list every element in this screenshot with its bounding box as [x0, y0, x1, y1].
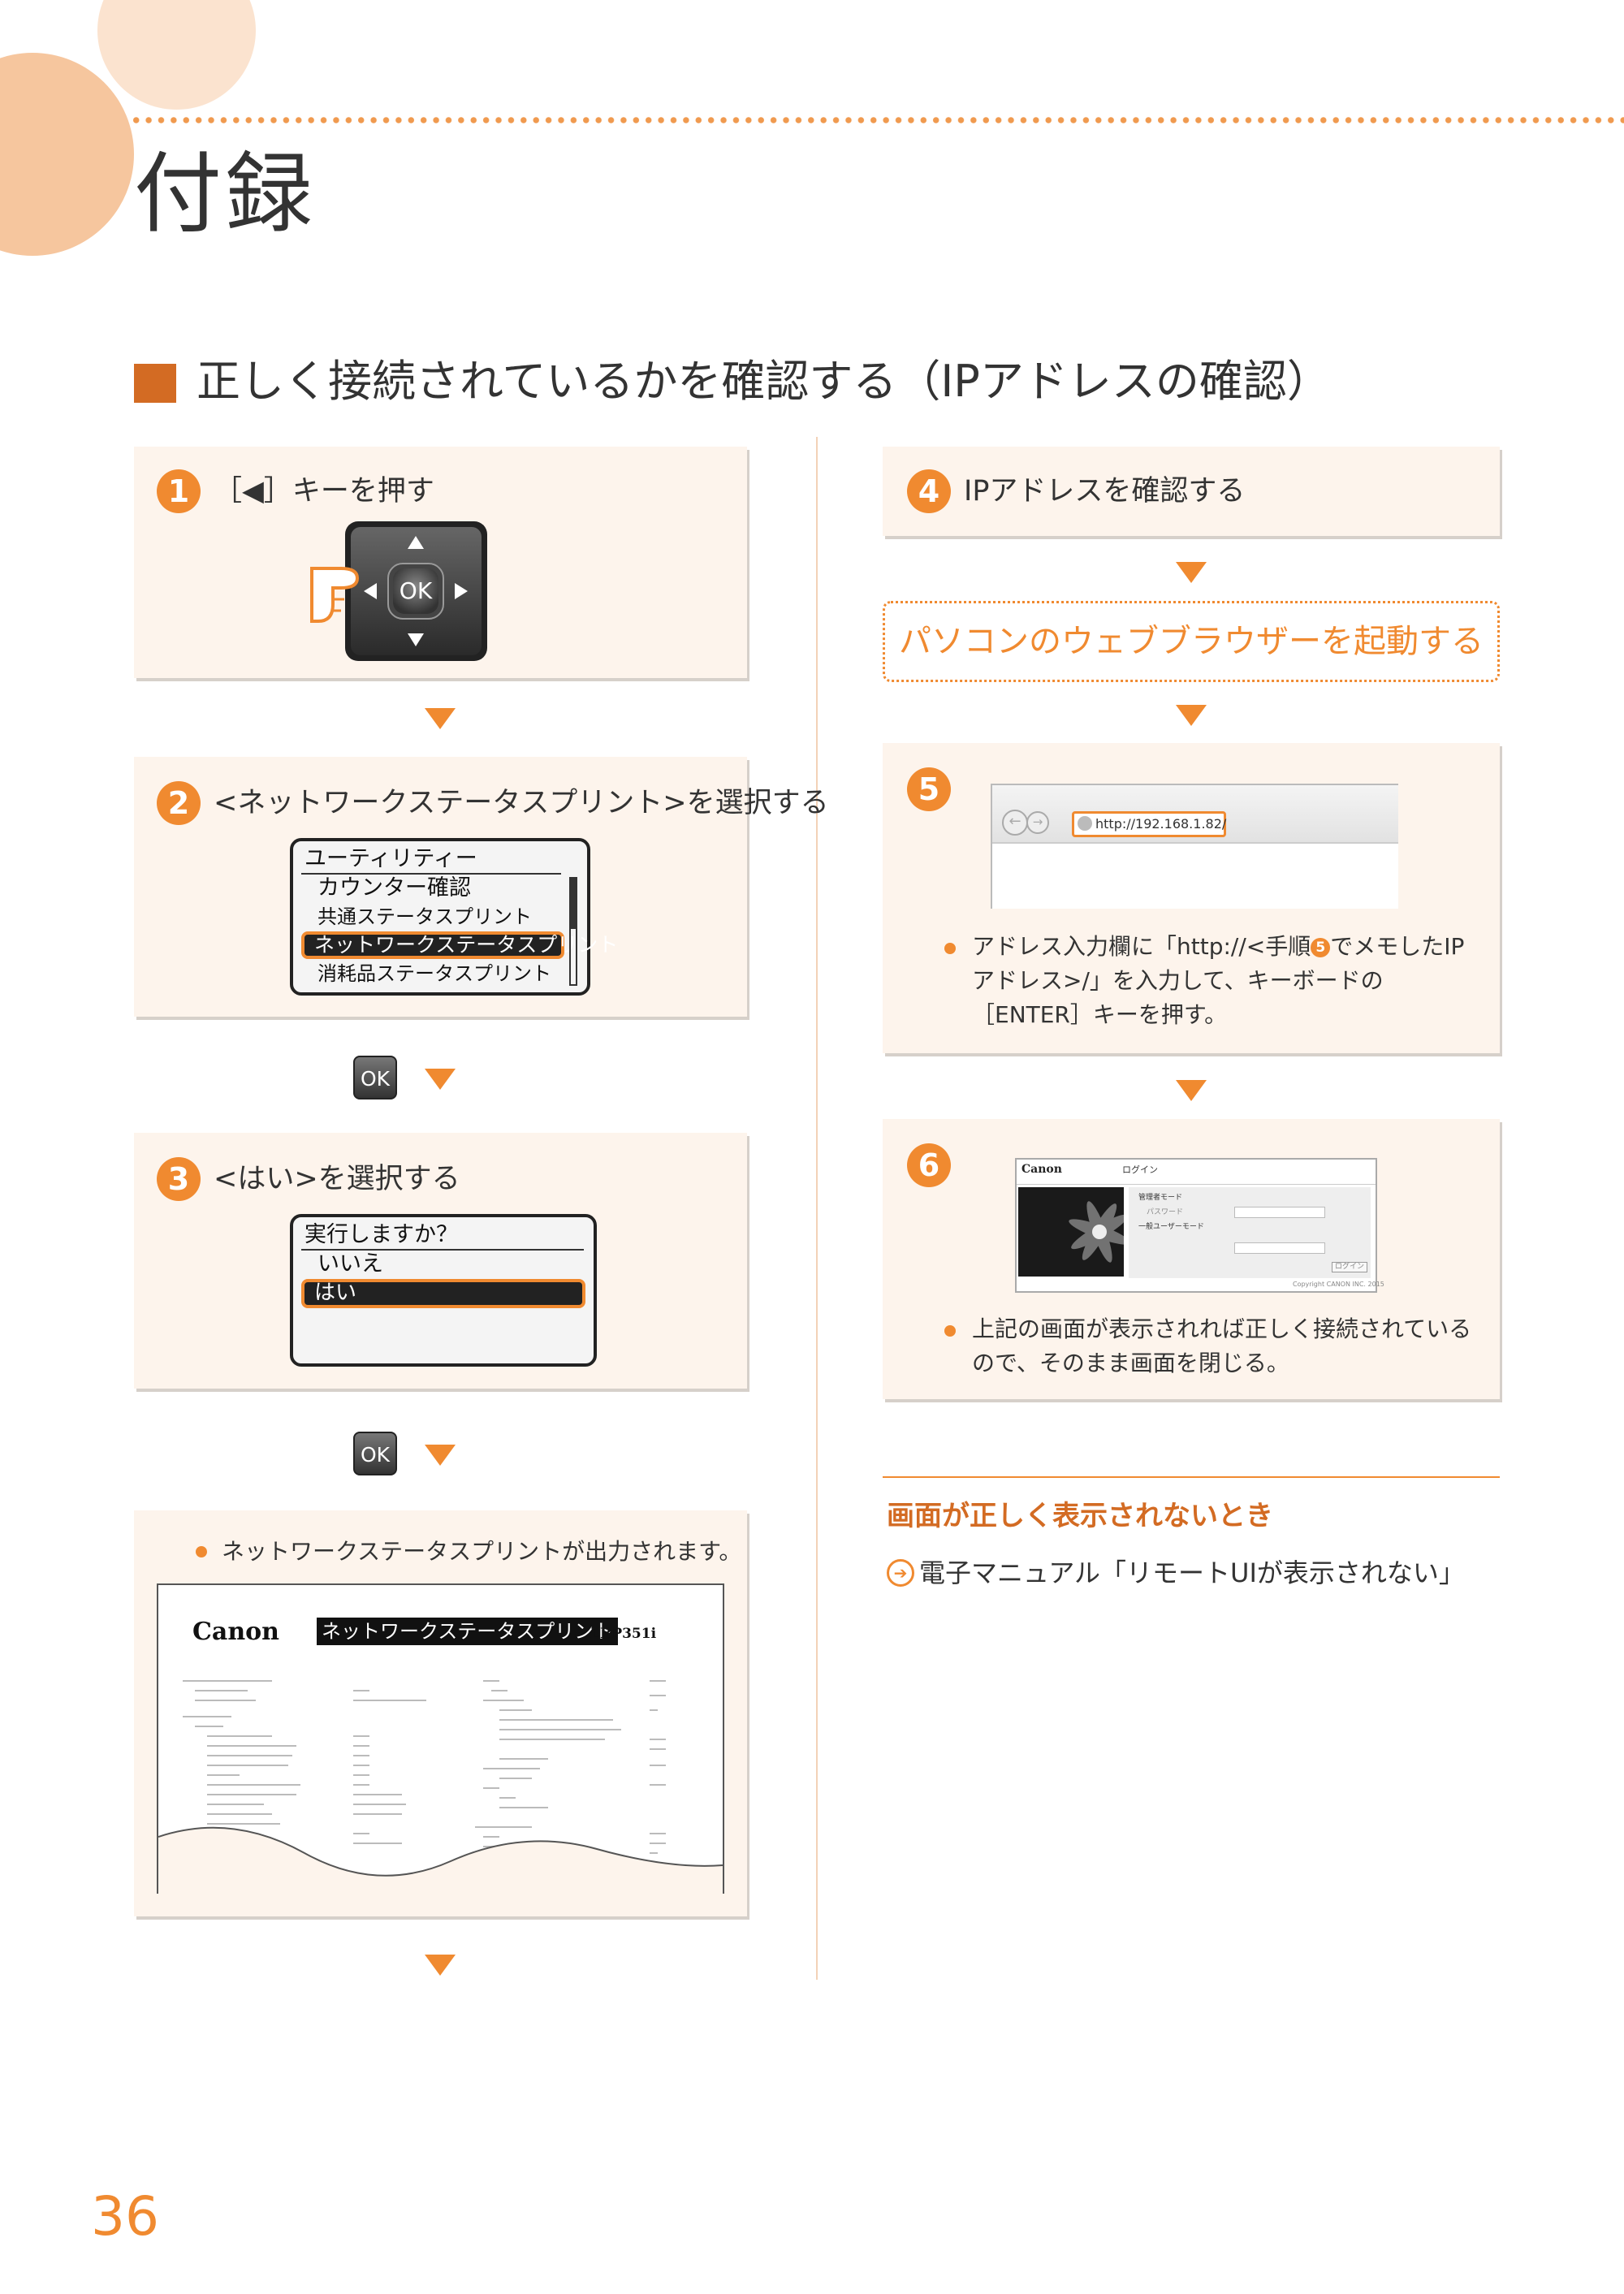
lcd-selected-item: ネットワークステータスプリント: [301, 931, 618, 959]
step-1-label: ［◀］キーを押す: [214, 475, 434, 508]
step-3-panel: 3 <はい>を選択する 実行しますか？ いいえ はい: [134, 1133, 747, 1389]
address-bar: http://192.168.1.82/: [1072, 811, 1226, 837]
step-6-note: 上記の画面が表示されれば正しく接続されているので、そのまま画面を閉じる。: [972, 1315, 1472, 1376]
arrow-down-icon: [1176, 1080, 1207, 1101]
arrow-down-icon: [1176, 562, 1207, 583]
forward-icon: →: [1026, 811, 1049, 834]
step-5-note-part: でメモしたIPアドレス>/」を入力して、キーボードの［ENTER］キーを押す。: [972, 933, 1465, 1028]
step-4-number: 4: [907, 469, 951, 513]
header-circle-light: [97, 0, 256, 110]
step-5-number: 5: [907, 767, 951, 811]
lcd-screen-confirm: 実行しますか？ いいえ はい: [290, 1214, 597, 1367]
lcd-item: カウンター確認: [317, 875, 471, 901]
login-copyright: Copyright CANON INC. 2015: [1293, 1281, 1384, 1288]
step-3-label: <はい>を選択する: [214, 1163, 460, 1195]
arrow-down-icon: [425, 1955, 456, 1976]
lcd-selected-item: はい: [301, 1279, 585, 1308]
step-5-panel: 5 ← → http://192.168.1.82/ アドレス入力欄に「http…: [883, 743, 1500, 1053]
user-input: [1234, 1242, 1325, 1254]
login-button: ログイン: [1332, 1262, 1368, 1272]
print-body-lines: [158, 1680, 723, 1894]
manual-link[interactable]: 電子マニュアル「リモートUIが表示されない」: [919, 1557, 1465, 1588]
finger-icon: [310, 567, 360, 623]
step-ref-5: 5: [1311, 938, 1331, 957]
step-3-number: 3: [157, 1157, 201, 1201]
back-icon: ←: [1002, 810, 1028, 836]
browser-window: ← → http://192.168.1.82/: [991, 784, 1398, 909]
lcd-item: 消耗品ステータスプリント: [317, 962, 551, 985]
bullet-icon: [944, 1325, 956, 1337]
lcd-header-rule: [301, 1249, 584, 1251]
print-title: ネットワークステータスプリント: [317, 1618, 619, 1645]
flower-image: [1018, 1187, 1124, 1277]
lcd-screen-utility: ユーティリティー カウンター確認 共通ステータスプリント ネットワークステータス…: [290, 838, 618, 996]
address-url: http://192.168.1.82/: [1095, 816, 1227, 832]
mode-admin-label: 管理者モード: [1138, 1194, 1183, 1202]
arrow-down-icon: [425, 1069, 456, 1090]
password-input: [1234, 1207, 1325, 1218]
step-5-note-part: アドレス入力欄に「http://<手順: [972, 933, 1311, 960]
bullet-icon: [944, 943, 956, 954]
canon-logo: Canon: [192, 1618, 279, 1646]
arrow-down-icon: [425, 1445, 456, 1466]
page-title: 付録: [134, 144, 317, 245]
lcd-scrollbar: [569, 877, 577, 986]
login-title: ログイン: [1122, 1164, 1158, 1175]
status-print-sample: Canon ネットワークステータスプリント LBP351i: [157, 1583, 724, 1894]
step-2-label: <ネットワークステータスプリント>を選択する: [214, 787, 829, 819]
column-divider: [816, 437, 818, 1980]
header-circle-dark: [0, 53, 134, 256]
login-screen: Canon ログイン 管理者モード パスワード 一般ユーザーモード ログイン C…: [1015, 1158, 1384, 1293]
globe-icon: [1078, 816, 1092, 831]
mode-user-label: 一般ユーザーモード: [1138, 1223, 1204, 1231]
step-6-number: 6: [907, 1143, 951, 1187]
login-canon-logo: Canon: [1021, 1163, 1062, 1176]
print-model: LBP351i: [590, 1626, 657, 1642]
header-dotted-line: [130, 116, 1624, 124]
lcd-header: 実行しますか？: [304, 1222, 458, 1247]
launch-browser-text: パソコンのウェブブラウザーを起動する: [899, 623, 1484, 660]
section-title: 正しく接続されているかを確認する（IPアドレスの確認）: [197, 356, 1331, 407]
print-note: ネットワークステータスプリントが出力されます。: [222, 1538, 742, 1565]
print-result-panel: ネットワークステータスプリントが出力されます。 Canon ネットワークステータ…: [134, 1510, 747, 1916]
lcd-header-rule: [301, 873, 561, 875]
launch-browser-box: パソコンのウェブブラウザーを起動する: [883, 601, 1500, 682]
password-label: パスワード: [1147, 1208, 1184, 1216]
ok-key-icon: OK: [353, 1432, 397, 1475]
step-1-panel: 1 ［◀］キーを押す OK: [134, 447, 747, 678]
trouble-title: 画面が正しく表示されないとき: [887, 1500, 1273, 1532]
step-6-panel: 6 Canon ログイン 管理者モード パスワード 一般ユーザーモード ログイン…: [883, 1119, 1500, 1399]
trouble-rule: [883, 1476, 1500, 1478]
step-4-panel: 4 IPアドレスを確認する: [883, 447, 1500, 536]
step-2-number: 2: [157, 781, 201, 825]
section-marker: [134, 364, 176, 403]
step-1-number: 1: [157, 469, 201, 513]
login-form: 管理者モード パスワード 一般ユーザーモード ログイン: [1129, 1187, 1371, 1278]
keypad-illustration: OK: [310, 521, 487, 661]
login-rule: [1017, 1184, 1376, 1185]
arrow-down-icon: [1176, 705, 1207, 726]
arrow-down-icon: [425, 708, 456, 729]
link-arrow-icon: ➔: [887, 1559, 914, 1587]
lcd-header: ユーティリティー: [304, 846, 477, 871]
step-2-panel: 2 <ネットワークステータスプリント>を選択する ユーティリティー カウンター確…: [134, 757, 829, 1017]
lcd-item: 共通ステータスプリント: [317, 905, 532, 928]
lcd-item: いいえ: [317, 1251, 383, 1277]
svg-text:OK: OK: [400, 577, 433, 604]
page-number: 36: [91, 2185, 159, 2248]
ok-key-icon: OK: [353, 1056, 397, 1099]
step-4-label: IPアドレスを確認する: [964, 475, 1246, 508]
bullet-icon: [196, 1546, 207, 1557]
